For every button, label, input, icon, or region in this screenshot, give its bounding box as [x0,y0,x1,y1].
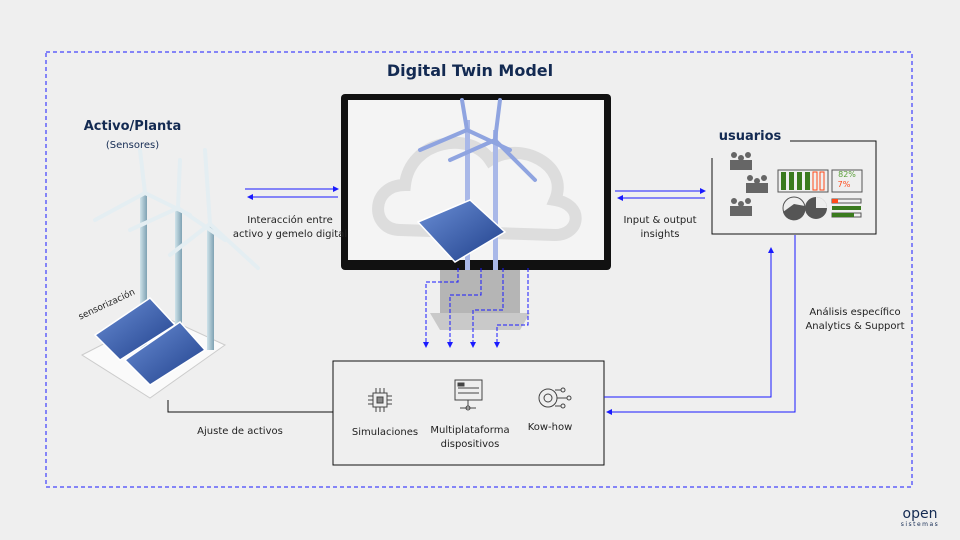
page-title: Digital Twin Model [386,61,554,80]
stat-green: 82% [838,170,856,179]
asset-subtitle: (Sensores) [105,140,160,151]
asset-title: Activo/Planta [83,119,182,134]
brain-gear-icon [538,387,572,409]
interaction-line-1: Interacción entre [247,215,333,226]
users-box [711,140,877,235]
services-box [332,360,605,466]
stat-red: 7% [837,180,851,189]
people-icon [730,152,768,216]
adjust-label: Ajuste de activos [197,426,283,437]
asset-illustration [80,148,260,399]
interaction-line-2: activo y gemelo digital [232,229,348,240]
users-title: usuarios [718,129,782,144]
analysis-label: Análisis específico Analytics & Support [800,306,910,334]
service-knowhow: Kow-how [527,422,573,433]
service-multiplataforma-line-1: Multiplataforma [430,425,510,436]
monitor-network-icon [454,379,483,411]
logo-tagline: sistemas [900,521,940,528]
interaction-label: Interacción entre activo y gemelo digita… [230,214,350,242]
dashboard-icon [777,169,863,221]
logo: open [902,506,938,522]
io-line-2: insights [640,229,680,240]
io-label: Input & output insights [610,214,710,242]
analysis-line-1: Análisis específico [809,307,901,318]
analysis-line-2: Analytics & Support [805,321,905,332]
service-multiplataforma-line-2: dispositivos [440,439,500,450]
io-line-1: Input & output [623,215,697,226]
monitor-illustration [341,94,611,330]
chip-icon [368,388,392,412]
service-multiplataforma: Multiplataforma dispositivos [425,424,515,452]
service-simulaciones: Simulaciones [351,427,419,438]
